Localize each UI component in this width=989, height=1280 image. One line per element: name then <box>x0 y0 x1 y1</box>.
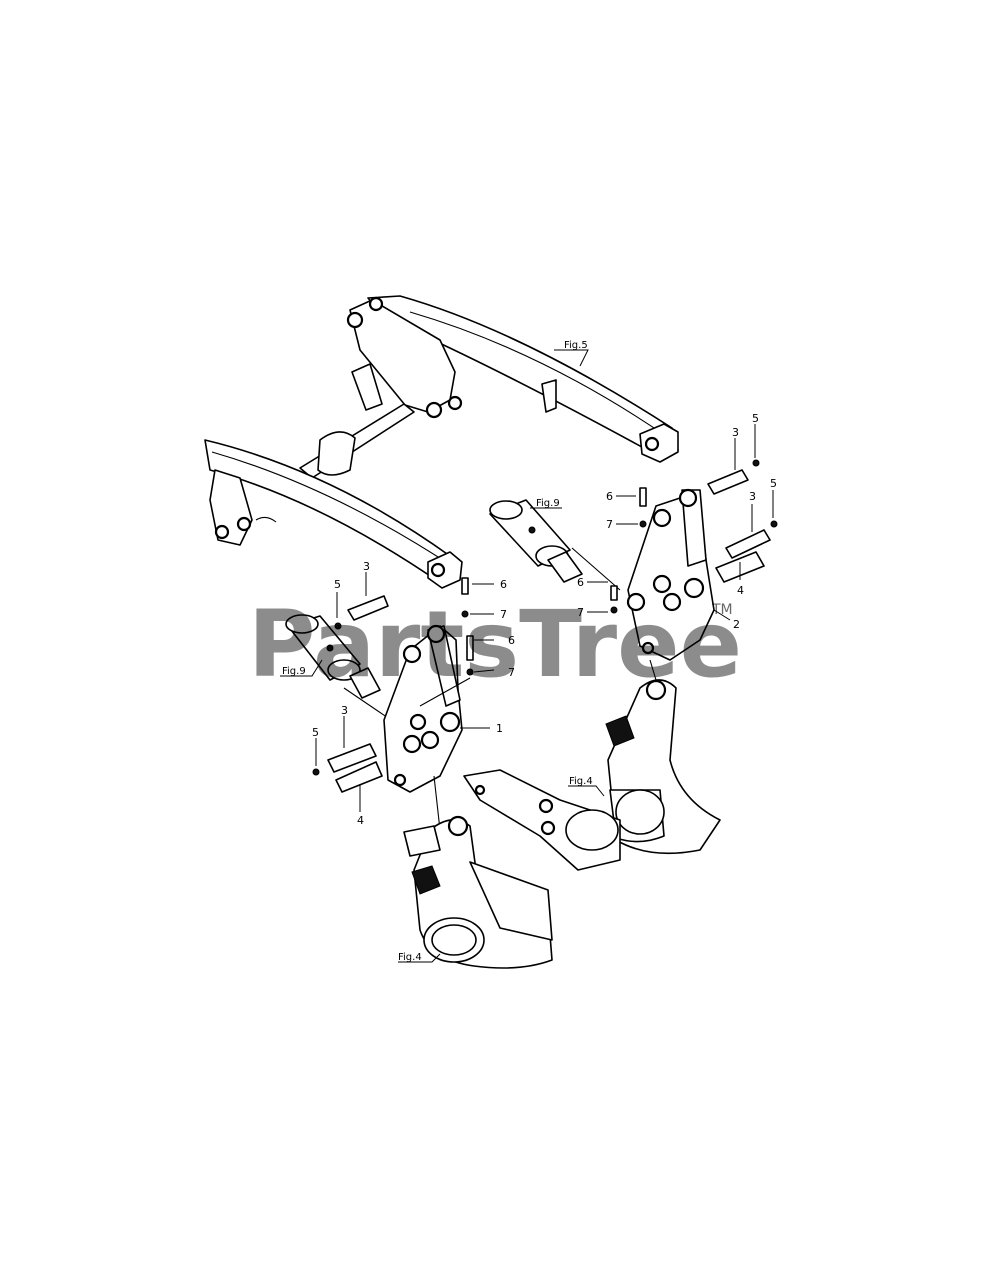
callout-5: 5 <box>770 477 777 490</box>
callout-3: 3 <box>341 704 348 717</box>
fig-4-reference: Fig.4 <box>569 776 593 787</box>
callout-1: 1 <box>496 722 503 735</box>
callout-6: 6 <box>500 578 507 591</box>
callout-6: 6 <box>577 576 584 589</box>
right-bracket-assembly <box>489 459 778 661</box>
callout-3: 3 <box>732 426 739 439</box>
lower-left-linkage <box>403 775 553 969</box>
figure-references: Fig.5 Fig.9 Fig.9 Fig.4 Fig.4 <box>282 340 593 963</box>
callout-6: 6 <box>606 490 613 503</box>
callout-5: 5 <box>312 726 319 739</box>
lower-right-linkage <box>463 659 721 871</box>
callout-7: 7 <box>508 666 515 679</box>
callout-5: 5 <box>752 412 759 425</box>
left-bracket-assembly <box>285 577 474 793</box>
callout-4: 4 <box>357 814 364 827</box>
fig-5-reference: Fig.5 <box>564 340 588 351</box>
fig-9-reference: Fig.9 <box>536 498 560 509</box>
callout-labels: 1 2 3 3 3 3 4 4 5 5 5 5 6 6 6 6 7 7 7 7 <box>312 412 777 827</box>
callout-6: 6 <box>508 634 515 647</box>
loader-frame <box>204 295 679 589</box>
watermark-trademark: TM <box>711 602 733 618</box>
fig-4-reference: Fig.4 <box>398 952 422 963</box>
watermark-text: PartsTree <box>248 591 742 698</box>
callout-2: 2 <box>733 618 740 631</box>
callout-7: 7 <box>606 518 613 531</box>
watermark: PartsTree TM <box>248 591 742 698</box>
fig-9-reference: Fig.9 <box>282 666 306 677</box>
callout-7: 7 <box>500 608 507 621</box>
callout-5: 5 <box>334 578 341 591</box>
leader-lines <box>280 349 774 963</box>
callout-3: 3 <box>749 490 756 503</box>
callout-7: 7 <box>577 606 584 619</box>
callout-3: 3 <box>363 560 370 573</box>
callout-4: 4 <box>737 584 744 597</box>
